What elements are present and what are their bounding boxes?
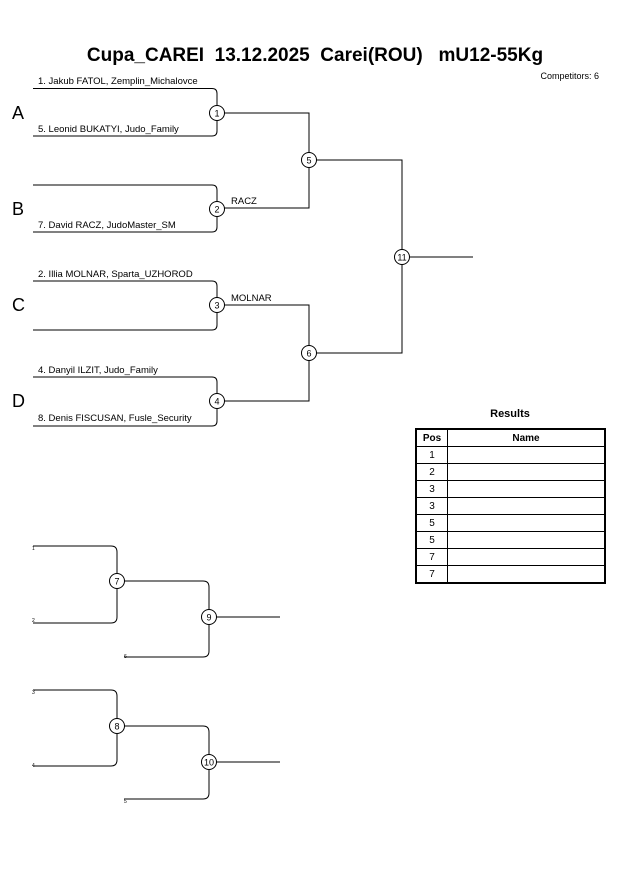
entry-a1: 1. Jakub FATOL, Zemplin_Michalovce	[38, 76, 198, 87]
winner-match-3: MOLNAR	[231, 293, 272, 304]
results-name	[447, 446, 606, 464]
competitors-count: Competitors: 6	[540, 71, 599, 81]
match-11: 11	[394, 249, 410, 265]
results-name	[447, 497, 606, 515]
match-7: 7	[109, 573, 125, 589]
results-name	[447, 514, 606, 532]
results-row: 2	[415, 463, 606, 481]
match-10: 10	[201, 754, 217, 770]
repechage-seed: 2	[32, 618, 35, 624]
results-table: Pos Name 1 2 3 3 5 5 7 7	[415, 428, 606, 584]
match-number: 6	[306, 349, 311, 359]
page-title: Cupa_CAREI 13.12.2025 Carei(ROU) mU12-55…	[86, 45, 544, 66]
results-name	[447, 548, 606, 566]
pos-header: Pos	[415, 428, 448, 447]
results-header-row: Pos Name	[415, 428, 606, 447]
match-number: 5	[306, 156, 311, 166]
results-row: 3	[415, 480, 606, 498]
match-2: 2	[209, 201, 225, 217]
match-number: 10	[204, 758, 214, 768]
match-number: 9	[206, 613, 211, 623]
match-8: 8	[109, 718, 125, 734]
results-row: 1	[415, 446, 606, 464]
results-name	[447, 463, 606, 481]
entry-d1: 4. Danyil ILZIT, Judo_Family	[38, 365, 158, 376]
name-header: Name	[447, 428, 606, 447]
results-name	[447, 480, 606, 498]
match-number: 7	[114, 577, 119, 587]
match-9: 9	[201, 609, 217, 625]
entry-b2: 7. David RACZ, JudoMaster_SM	[38, 220, 176, 231]
match-4: 4	[209, 393, 225, 409]
match-1: 1	[209, 105, 225, 121]
entry-d2: 8. Denis FISCUSAN, Fusle_Security	[38, 413, 192, 424]
repechage-seed: 1	[32, 546, 35, 552]
results-pos: 5	[415, 514, 448, 532]
pool-label-a: A	[12, 103, 24, 123]
entry-c1: 2. Illia MOLNAR, Sparta_UZHOROD	[38, 269, 193, 280]
pool-label-b: B	[12, 199, 24, 219]
repechage-seed: 3	[32, 690, 35, 696]
repechage-seed: 6	[124, 654, 127, 660]
match-6: 6	[301, 345, 317, 361]
match-number: 3	[214, 301, 219, 311]
repechage-seed: 4	[32, 763, 35, 769]
results-pos: 5	[415, 531, 448, 549]
entry-a2: 5. Leonid BUKATYI, Judo_Family	[38, 124, 179, 135]
results-pos: 7	[415, 565, 448, 584]
results-pos: 1	[415, 446, 448, 464]
repechage-seed: 5	[124, 799, 127, 805]
results-row: 3	[415, 497, 606, 515]
match-number: 1	[214, 109, 219, 119]
results-row: 7	[415, 565, 606, 584]
results-pos: 2	[415, 463, 448, 481]
match-number: 4	[214, 397, 219, 407]
results-row: 5	[415, 531, 606, 549]
results-name	[447, 565, 606, 584]
pool-label-c: C	[12, 295, 25, 315]
results-name	[447, 531, 606, 549]
results-pos: 3	[415, 497, 448, 515]
results-row: 7	[415, 548, 606, 566]
match-number: 2	[214, 205, 219, 215]
match-3: 3	[209, 297, 225, 313]
results-pos: 3	[415, 480, 448, 498]
winner-match-2: RACZ	[231, 196, 257, 207]
results-row: 5	[415, 514, 606, 532]
results-pos: 7	[415, 548, 448, 566]
match-number: 8	[114, 722, 119, 732]
results-title: Results	[490, 408, 530, 420]
match-5: 5	[301, 152, 317, 168]
pool-label-d: D	[12, 391, 25, 411]
match-number: 11	[397, 253, 406, 263]
